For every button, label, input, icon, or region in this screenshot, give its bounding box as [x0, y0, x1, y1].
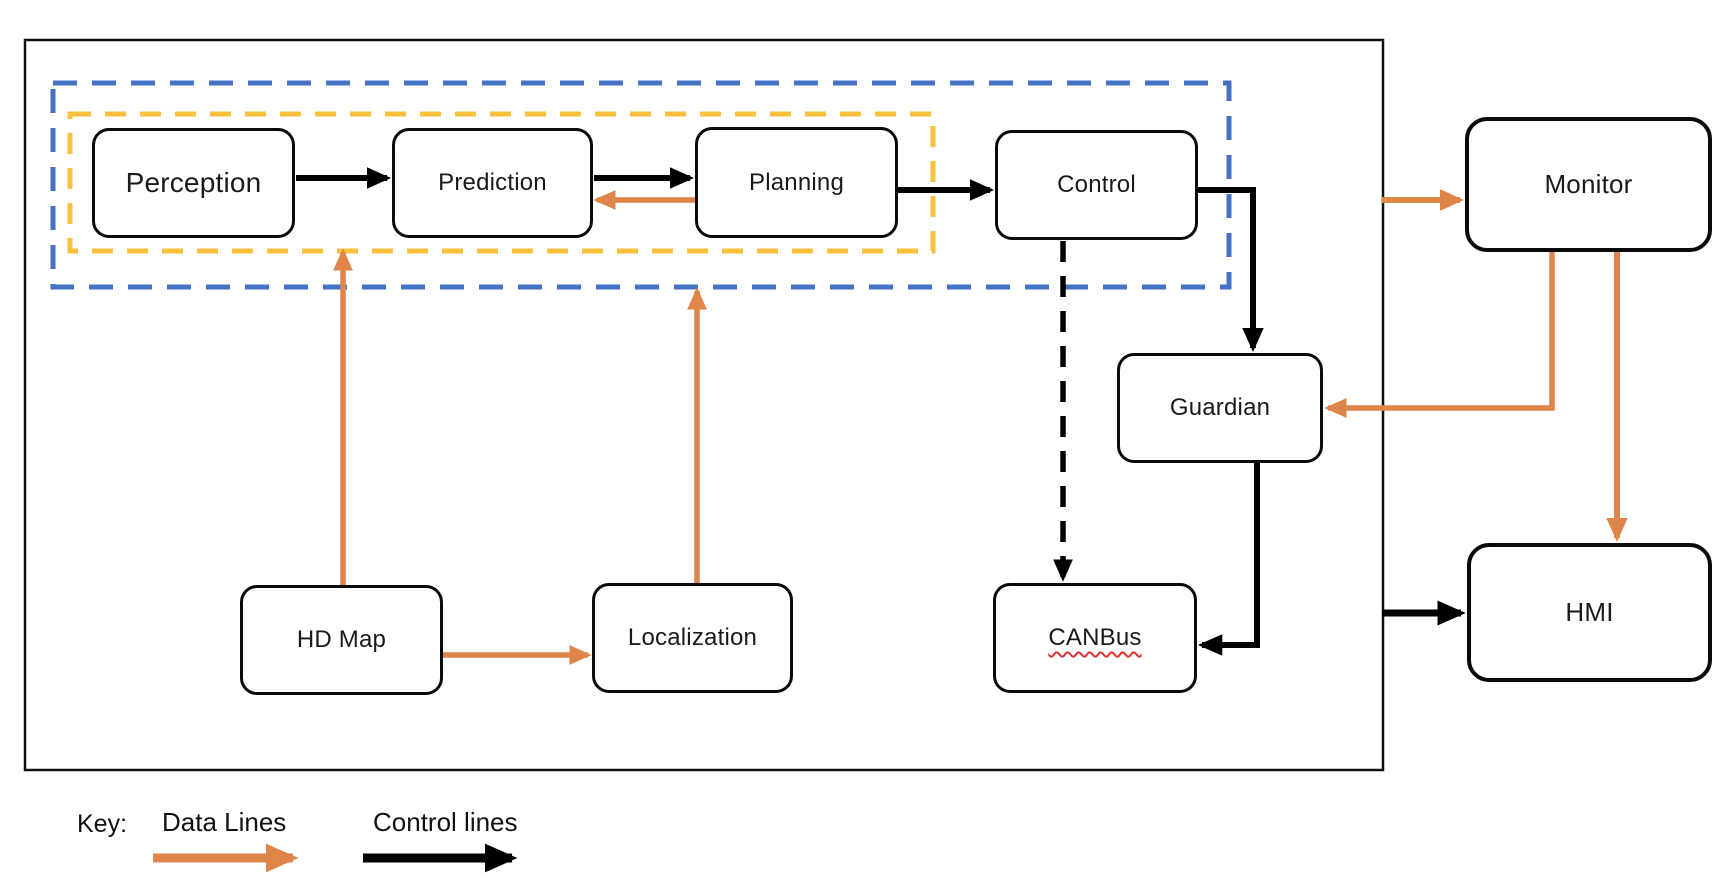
node-hdmap-label: HD Map — [296, 626, 387, 653]
node-prediction: Prediction — [392, 128, 593, 238]
node-perception: Perception — [92, 128, 295, 238]
node-control-label: Control — [1057, 171, 1136, 198]
node-perception-label: Perception — [125, 167, 262, 198]
node-guardian: Guardian — [1117, 353, 1323, 463]
node-canbus-label: CANBus — [1048, 624, 1142, 651]
blue-dashed-group-outline — [50, 80, 1232, 290]
node-monitor: Monitor — [1465, 117, 1712, 252]
node-hdmap: HD Map — [240, 585, 443, 695]
edge-guardian-to-canbus — [1197, 463, 1260, 656]
node-hmi: HMI — [1467, 543, 1712, 682]
node-localization-label: Localization — [627, 624, 758, 651]
edge-control-to-guardian — [1198, 187, 1264, 353]
key-data-lines-label: Data Lines — [162, 807, 287, 837]
node-prediction-label: Prediction — [438, 169, 547, 196]
node-localization: Localization — [592, 583, 793, 693]
node-planning-label: Planning — [748, 168, 844, 196]
key-title: Key: — [77, 810, 128, 838]
node-guardian-label: Guardian — [1169, 394, 1271, 421]
yellow-dashed-group-outline — [67, 111, 936, 254]
node-hmi-label: HMI — [1565, 597, 1614, 627]
edge-monitor-to-guardian — [1324, 252, 1555, 418]
node-control: Control — [995, 130, 1198, 240]
key-control-lines-label: Control lines — [373, 807, 518, 837]
node-monitor-label: Monitor — [1544, 169, 1633, 199]
system-boundary-box — [23, 38, 1385, 772]
node-canbus: CANBus — [993, 583, 1197, 693]
node-planning: Planning — [695, 127, 898, 238]
